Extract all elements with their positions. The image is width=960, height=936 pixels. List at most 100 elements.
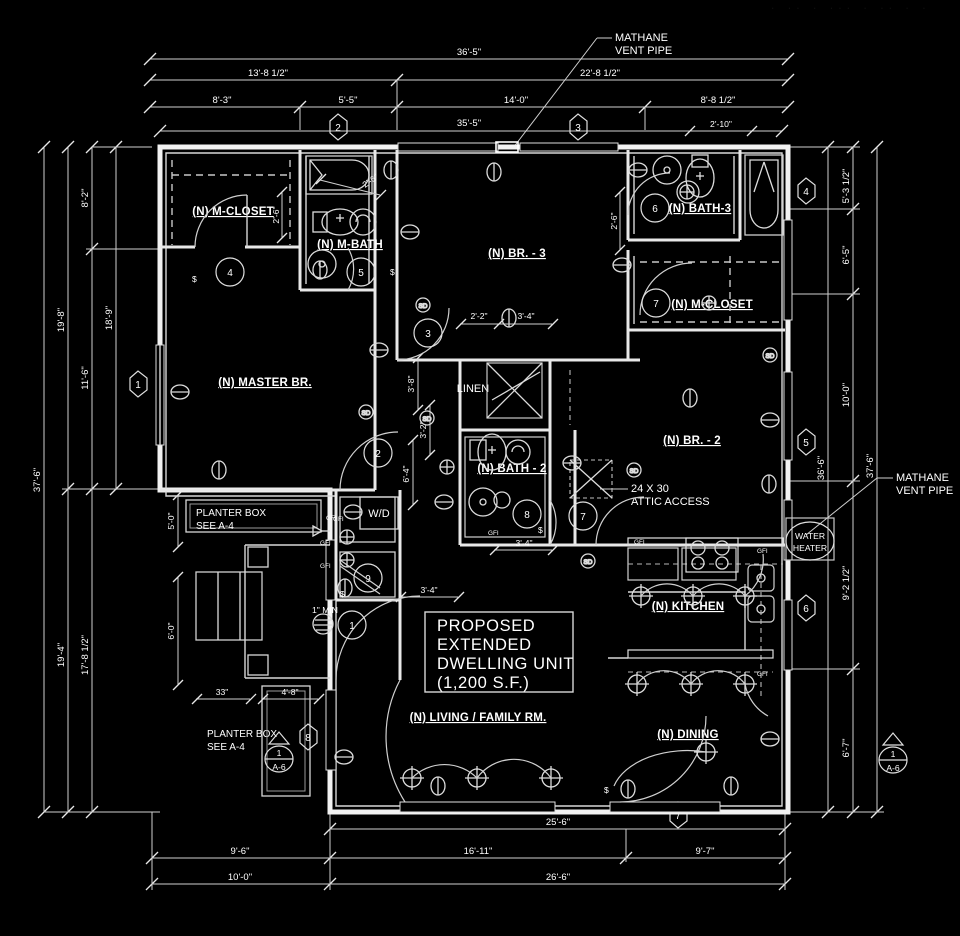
dim-left-18-9: 18'-9" [104,306,115,330]
sd-6-label: SD [766,353,775,360]
receptacle [620,779,636,799]
closet-shelving [171,160,782,425]
door-4-label: 4 [227,268,233,279]
title-line-2: EXTENDED [437,636,532,654]
bottom-dimension-strings: 25'-6" 9'-6" 16'-11" 9'-7" 10'-0" 26'-6"… [145,801,792,891]
door-marker-1[interactable]: 1 [337,610,367,640]
dim-top-22-8h: 22'-8 1/2" [580,68,620,79]
sw-3-label: $ [340,589,345,599]
room-label-kitchen: (N) KITCHEN [652,601,724,613]
note-planter-lower-line1: PLANTER BOX [207,729,277,740]
hex-5-label: 5 [803,438,809,449]
receptacle [723,776,739,796]
stairs-and-exterior [195,524,330,679]
sw-5-label: $ [390,267,395,277]
hex-marker-8-lower[interactable]: 8 [299,723,318,751]
dim-int-linen-22: 2'-2" [470,311,487,321]
door-7b-label: 7 [580,512,586,523]
note-methane-right-line2: VENT PIPE [896,485,953,497]
door-marker-8[interactable]: 8 [512,499,542,529]
dim-int-hall-32: 3'-2" [418,421,428,438]
electrical-symbols: SD SD SD SD SD SD GFI GFI GFI GFI GFI GF… [170,160,780,799]
dim-top-36-5: 36'-5" [457,47,481,58]
right-dimension-strings: 5'-3 1/2" 6'-5" 10'-0" 9'-2 1/2" 6'-7" 3… [790,140,953,819]
hex-marker-6-right[interactable]: 6 [797,594,816,622]
hex-marker-4-right[interactable]: 4 [797,177,816,205]
receptacle [383,160,399,180]
room-label-m-closet-1: (N) M-CLOSET [192,206,274,218]
dim-left-37-6: 37'-6" [32,468,43,492]
dim-bot-10-0: 10'-0" [228,872,252,883]
receptacle [760,412,780,428]
dim-right-6-5: 6'-5" [841,246,852,265]
dim-left-19-8: 19'-8" [56,308,67,332]
sw-2-label: $ [538,525,543,535]
sd-5-label: SD [584,559,593,566]
dim-left-8-2: 8'-2" [80,189,91,208]
room-label-br-3: (N) BR. - 3 [488,248,546,260]
dim-left-6-0: 6'-0" [166,622,176,639]
detail-bubble-right[interactable]: 1 A-6 [878,732,908,774]
note-water-heater-line1: WATER [795,531,825,541]
hex-marker-5-right[interactable]: 5 [797,428,816,456]
dim-right-36-6: 36'-6" [816,456,827,480]
plumbing-fixtures [305,154,784,517]
plan-notes: 24 X 30 ATTIC ACCESS PLANTER BOX SEE A-4… [185,483,835,797]
hex-marker-1-left[interactable]: 1 [129,370,148,398]
sd-3-label: SD [423,416,432,423]
dim-int-laundry-34: 3'-4" [420,585,437,595]
detail-bubble-left[interactable]: 1 A-6 [264,731,294,773]
detail-bubble-right-number: 1 [891,749,896,759]
dim-bot-16-11: 16'-11" [464,846,493,857]
note-planter-upper-line1: PLANTER BOX [196,508,266,519]
dim-int-hall-64: 6'-4" [401,465,411,482]
gfi-7-label: GFI [488,530,499,537]
dim-top-13-8h: 13'-8 1/2" [248,68,288,79]
sd-4-label: SD [630,468,639,475]
receptacle [679,184,695,200]
receptacle [562,455,582,471]
receptacle [486,162,502,182]
gfi-4-label: GFI [634,539,645,546]
receptacle [334,749,354,765]
smoke-detector: SD [419,410,435,426]
kitchen-fixtures [608,537,784,700]
door-marker-3[interactable]: 3 [413,318,443,348]
room-label-master-br: (N) MASTER BR. [218,377,312,389]
dim-right-37-6: 37'-6" [865,454,876,478]
door-marker-4[interactable]: 4 [215,257,245,287]
door-marker-7[interactable]: 7 [641,288,671,318]
smoke-detector: SD [415,297,431,313]
note-methane-right-line1: MATHANE [896,472,949,484]
hex-marker-2-top[interactable]: 2 [329,113,348,141]
dim-bot-9-6: 9'-6" [231,846,250,857]
door-marker-5[interactable]: 5 [346,257,376,287]
dim-top-2-10: 2'-10" [710,119,732,129]
note-attic-line1: 24 X 30 [631,483,669,495]
dim-int-mcloset-26: 2'-6" [271,206,281,223]
sd-2-label: SD [419,303,428,310]
door-marker-6[interactable]: 6 [640,193,670,223]
door-marker-2[interactable]: 2 [363,438,393,468]
interior-dimensions: 2'-6" 2'-6" 2'-6" 2'-2" 3'-4" 3'-8" 3'-2… [191,172,626,705]
dim-right-9-2h: 9'-2 1/2" [841,566,852,601]
receptacle [400,224,420,240]
smoke-detector: SD [762,347,778,363]
detail-bubble-right-sheet: A-6 [886,763,900,773]
note-planter-lower-line2: SEE A-4 [207,742,245,753]
detail-bubble-left-sheet: A-6 [272,762,286,772]
hex-marker-3-top[interactable]: 3 [569,113,588,141]
receptacle [211,460,227,480]
sw-4-label: $ [604,785,609,795]
smoke-detector: SD [580,553,596,569]
dim-int-stair-33: 33" [216,687,229,697]
door-marker-7b[interactable]: 7 [568,501,598,531]
receptacle [339,552,355,568]
dim-left-11-6: 11'-6" [80,366,91,390]
dim-int-linen-34: 3'-4" [517,311,534,321]
dim-int-hall-38: 3'-8" [406,375,416,392]
top-section-markers: 2 3 [329,113,588,141]
receptacle [682,388,698,408]
note-planter-upper-line2: SEE A-4 [196,521,234,532]
top-dimension-strings: 36'-5" 13'-8 1/2" 22'-8 1/2" 8'-3" 5'-5"… [143,32,795,149]
